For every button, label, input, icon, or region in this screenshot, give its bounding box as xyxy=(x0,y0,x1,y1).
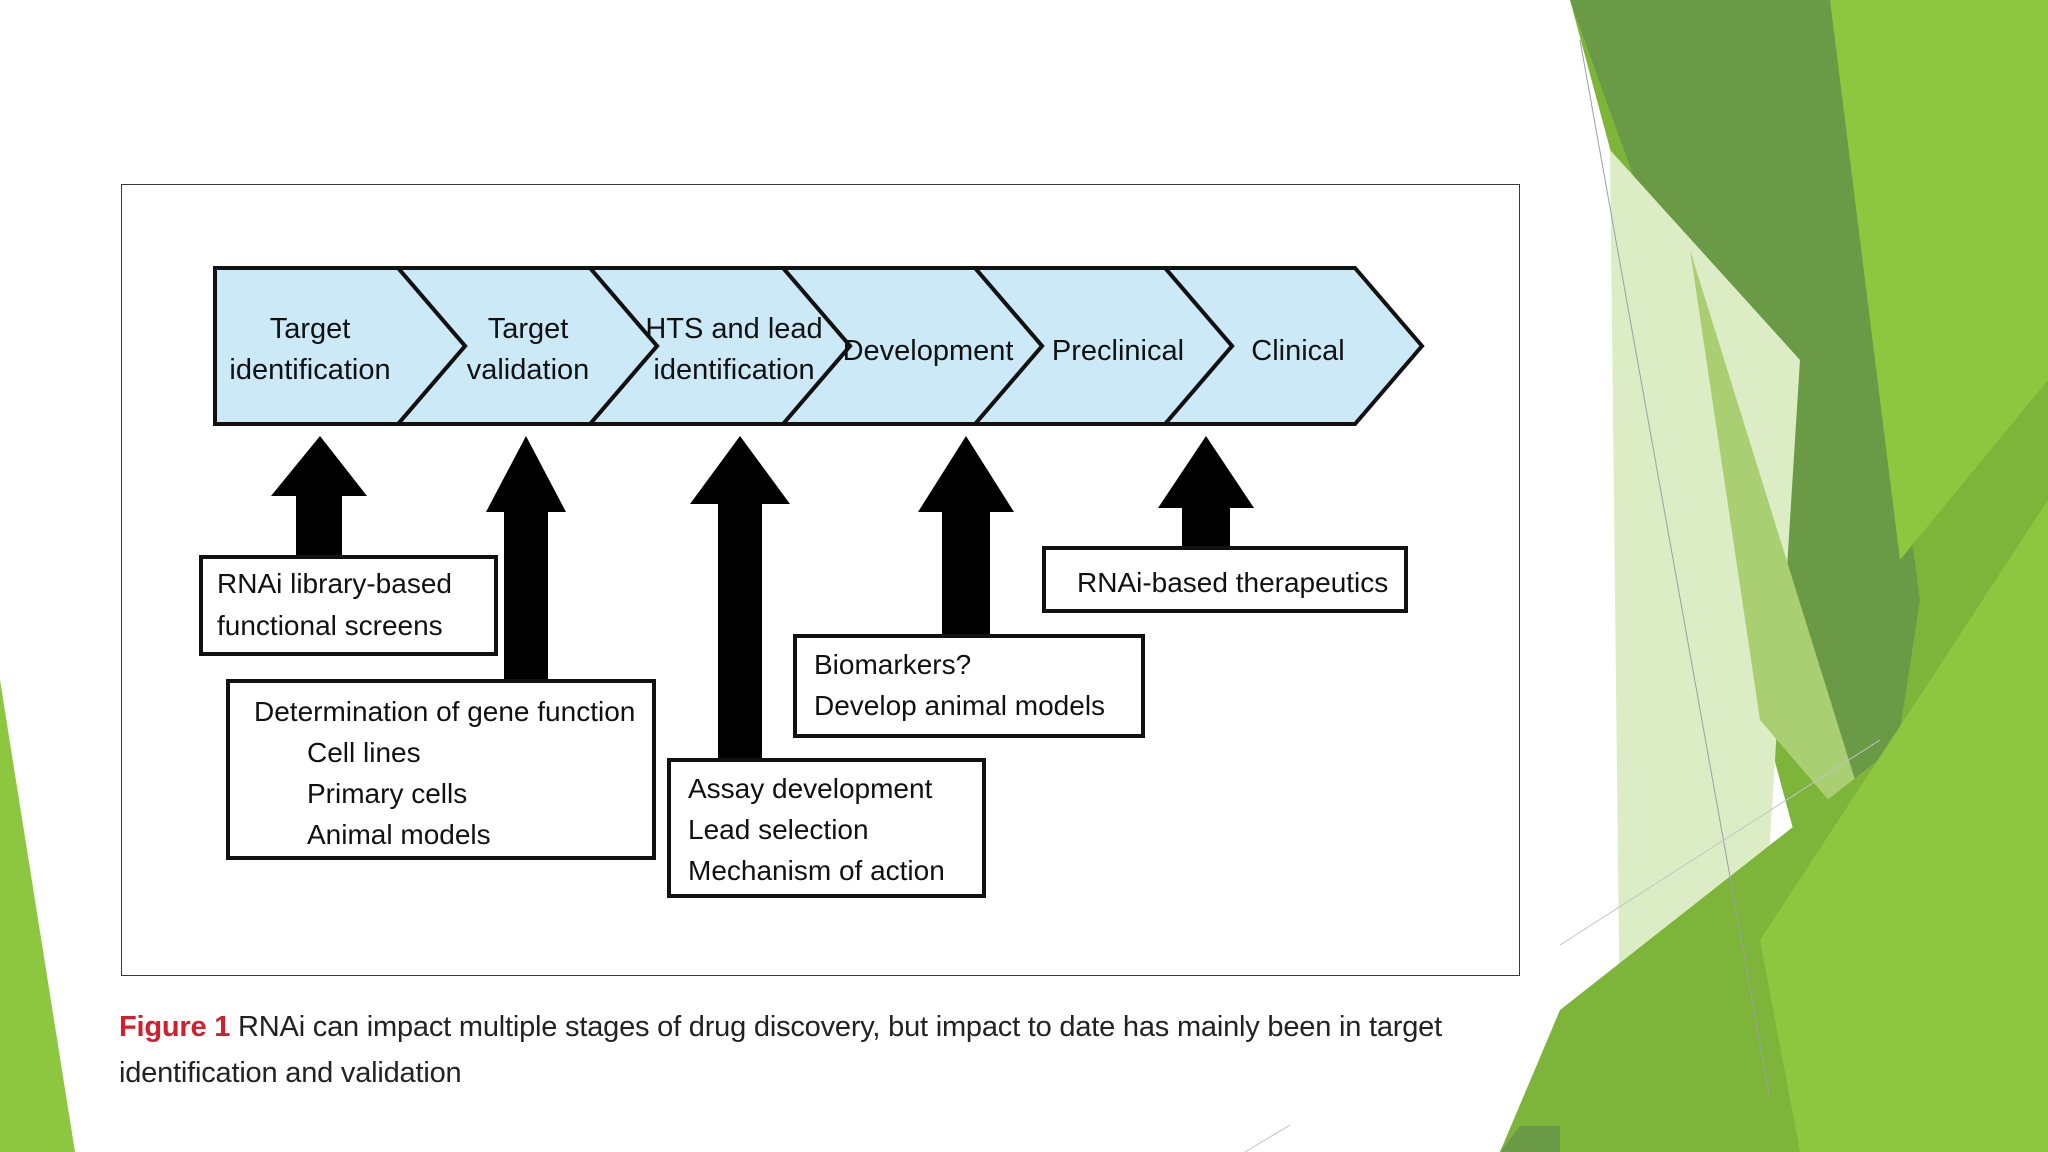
stage-4-label: Development xyxy=(843,335,1014,367)
deco-line-2 xyxy=(1559,739,1881,946)
stage-1-line2: identification xyxy=(229,354,390,386)
figure-caption-text: RNAi can impact multiple stages of drug … xyxy=(119,1011,1442,1089)
box-3-line-1: Assay development xyxy=(688,773,933,804)
bottom-dark-notch xyxy=(1500,1126,1560,1152)
impact-arrows xyxy=(271,436,1254,762)
box-2-line-1: Determination of gene function xyxy=(254,696,635,727)
stage-6-label: Clinical xyxy=(1251,335,1344,367)
impact-boxes xyxy=(199,546,1408,898)
stage-3-line2: identification xyxy=(653,354,814,386)
right-shape-light xyxy=(1830,0,2048,560)
right-shape-pale xyxy=(1610,150,1800,1040)
box-therapeutics xyxy=(1042,546,1408,613)
stage-labels: Target identification Target validation … xyxy=(229,313,1344,386)
stage-2-line2: validation xyxy=(467,354,590,386)
box-5-line-1: RNAi-based therapeutics xyxy=(1077,567,1388,598)
box-4-line-2: Develop animal models xyxy=(814,690,1105,721)
arrow-up-2 xyxy=(486,436,566,682)
box-gene-function xyxy=(226,679,656,860)
deco-line-1 xyxy=(1579,39,1771,1101)
box-3-line-3: Mechanism of action xyxy=(688,855,945,886)
box-biomarkers xyxy=(793,634,1145,738)
arrow-up-1 xyxy=(271,436,367,558)
stage-1-line1: Target xyxy=(270,313,351,345)
box-2-line-2: Cell lines xyxy=(307,737,421,768)
figure-label: Figure 1 xyxy=(119,1011,231,1043)
arrow-up-3 xyxy=(690,436,790,762)
arrow-up-4 xyxy=(918,436,1014,638)
left-green-shape xyxy=(0,680,75,1152)
box-1-line-2: functional screens xyxy=(217,610,443,641)
box-3-line-2: Lead selection xyxy=(688,814,869,845)
right-shape-bright xyxy=(1760,500,2048,1152)
box-1-line-1: RNAi library-based xyxy=(217,568,452,599)
stage-5-label: Preclinical xyxy=(1052,335,1184,367)
right-shape-olive xyxy=(1690,250,1880,860)
box-library-screens xyxy=(199,555,498,656)
box-labels: RNAi library-based functional screens De… xyxy=(217,567,1388,886)
figure-caption: Figure 1 RNAi can impact multiple stages… xyxy=(119,1004,1559,1096)
stage-chevron-1 xyxy=(213,266,468,426)
stage-2-line1: Target xyxy=(488,313,569,345)
stage-3-line1: HTS and lead xyxy=(645,313,822,345)
box-2-line-4: Animal models xyxy=(307,819,491,850)
stage-pipeline xyxy=(213,266,1425,426)
arrow-up-5 xyxy=(1158,436,1254,550)
box-2-line-3: Primary cells xyxy=(307,778,467,809)
box-4-line-1: Biomarkers? xyxy=(814,649,971,680)
deco-line-3 xyxy=(1244,1124,1291,1152)
box-assay-development xyxy=(667,758,986,898)
